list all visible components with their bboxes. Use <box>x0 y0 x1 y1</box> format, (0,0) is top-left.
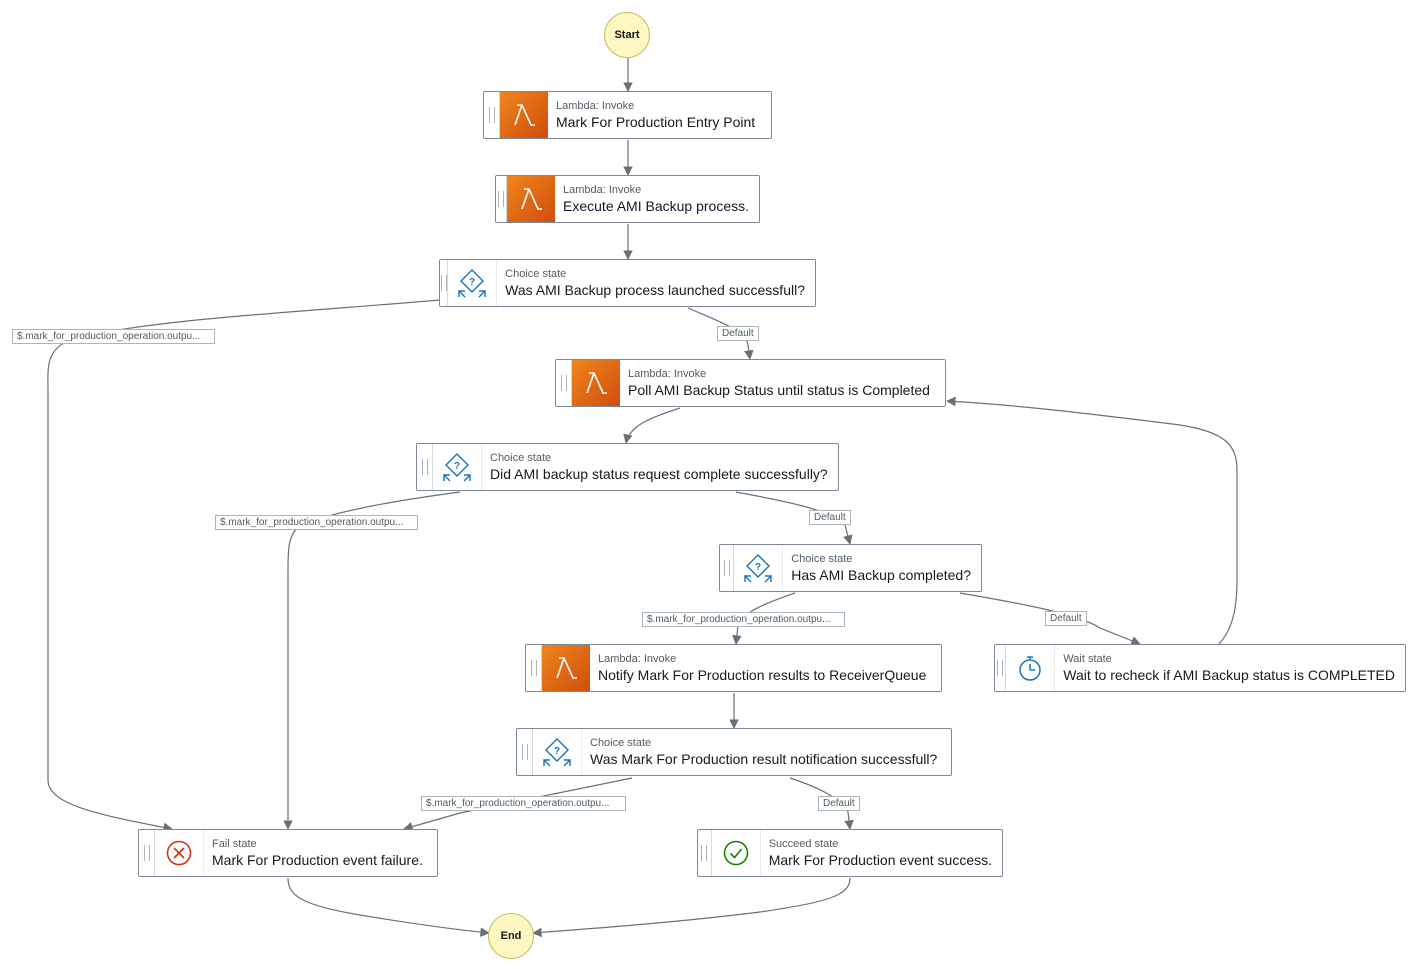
state-title: Execute AMI Backup process. <box>563 197 749 214</box>
svg-text:?: ? <box>554 746 560 757</box>
choice-icon: ? <box>734 545 784 591</box>
edge-choice1-fail <box>47 299 441 833</box>
drag-handle[interactable] <box>720 545 735 591</box>
end-label: End <box>500 930 522 942</box>
edge-fail-end <box>287 877 490 937</box>
edge-label-choice4-default[interactable]: Default <box>818 796 860 811</box>
drag-handle[interactable] <box>496 176 508 222</box>
state-type: Choice state <box>490 451 552 464</box>
svg-text:?: ? <box>755 562 761 573</box>
edge-succeed-end <box>532 877 851 938</box>
state-type: Choice state <box>590 736 652 749</box>
state-choice-status-request[interactable]: ? Choice state Did AMI backup status req… <box>416 443 839 491</box>
lambda-icon <box>507 176 556 222</box>
drag-handle[interactable] <box>484 92 500 138</box>
state-type: Fail state <box>212 837 257 850</box>
start-terminal[interactable]: Start <box>604 12 650 58</box>
lambda-icon <box>572 360 620 406</box>
choice-icon: ? <box>533 729 582 775</box>
edge-label-choice1-default[interactable]: Default <box>717 326 759 341</box>
state-succeed[interactable]: Succeed state Mark For Production event … <box>697 829 1003 877</box>
state-title: Poll AMI Backup Status until status is C… <box>628 381 930 398</box>
state-choice-notification-success[interactable]: ? Choice state Was Mark For Production r… <box>516 728 952 776</box>
edge-choice2-fail <box>283 491 461 830</box>
state-choice-backup-completed[interactable]: ? Choice state Has AMI Backup completed? <box>719 544 982 592</box>
state-type: Choice state <box>791 552 853 565</box>
drag-handle[interactable] <box>440 260 449 306</box>
state-title: Did AMI backup status request complete s… <box>490 465 828 482</box>
edge-wait-poll <box>946 396 1238 645</box>
state-title: Notify Mark For Production results to Re… <box>598 666 927 683</box>
choice-icon: ? <box>433 444 482 490</box>
fail-x-icon <box>155 830 204 876</box>
edge-label-choice1-rule[interactable]: $.mark_for_production_operation.outpu... <box>12 329 215 344</box>
state-type: Choice state <box>505 267 567 280</box>
state-wait-recheck[interactable]: Wait state Wait to recheck if AMI Backup… <box>994 644 1406 692</box>
edge-label-choice2-rule[interactable]: $.mark_for_production_operation.outpu... <box>215 515 418 530</box>
edge-label-choice2-default[interactable]: Default <box>809 510 851 525</box>
state-execute-ami-backup[interactable]: Lambda: Invoke Execute AMI Backup proces… <box>495 175 760 223</box>
state-poll-ami-backup-status[interactable]: Lambda: Invoke Poll AMI Backup Status un… <box>555 359 946 407</box>
state-choice-backup-launched[interactable]: ? Choice state Was AMI Backup process la… <box>439 259 816 307</box>
state-notify-receiver-queue[interactable]: Lambda: Invoke Notify Mark For Productio… <box>525 644 942 692</box>
drag-handle[interactable] <box>139 830 155 876</box>
edge-choice4-succeed <box>789 777 854 830</box>
state-title: Mark For Production event success. <box>768 851 992 868</box>
drag-handle[interactable] <box>995 645 1007 691</box>
drag-handle[interactable] <box>526 645 542 691</box>
svg-text:?: ? <box>469 277 475 288</box>
state-type: Lambda: Invoke <box>628 367 707 380</box>
state-title: Wait to recheck if AMI Backup status is … <box>1063 666 1395 683</box>
state-mark-for-production-entry-point[interactable]: Lambda: Invoke Mark For Production Entry… <box>483 91 772 139</box>
drag-handle[interactable] <box>417 444 433 490</box>
check-circle-icon <box>712 830 761 876</box>
state-type: Lambda: Invoke <box>556 99 635 112</box>
state-type: Lambda: Invoke <box>563 183 642 196</box>
drag-handle[interactable] <box>698 830 712 876</box>
start-label: Start <box>614 29 640 41</box>
state-title: Mark For Production event failure. <box>212 851 423 868</box>
edge-poll-choice2 <box>623 407 681 444</box>
end-terminal[interactable]: End <box>488 913 534 959</box>
edge-label-choice3-default[interactable]: Default <box>1045 611 1087 626</box>
svg-text:?: ? <box>454 461 460 472</box>
drag-handle[interactable] <box>517 729 533 775</box>
edge-label-choice4-rule[interactable]: $.mark_for_production_operation.outpu... <box>421 796 626 811</box>
lambda-icon <box>500 92 548 138</box>
choice-icon: ? <box>448 260 498 306</box>
lambda-icon <box>542 645 590 691</box>
stopwatch-icon <box>1006 645 1056 691</box>
state-fail[interactable]: Fail state Mark For Production event fai… <box>138 829 438 877</box>
drag-handle[interactable] <box>556 360 572 406</box>
state-title: Mark For Production Entry Point <box>556 113 756 130</box>
state-title: Was AMI Backup process launched successf… <box>505 281 805 298</box>
state-type: Lambda: Invoke <box>598 652 677 665</box>
state-type: Succeed state <box>768 837 839 850</box>
state-title: Has AMI Backup completed? <box>791 566 971 583</box>
state-type: Wait state <box>1063 652 1112 665</box>
state-title: Was Mark For Production result notificat… <box>590 750 938 767</box>
edge-label-choice3-rule[interactable]: $.mark_for_production_operation.outpu... <box>642 612 845 627</box>
